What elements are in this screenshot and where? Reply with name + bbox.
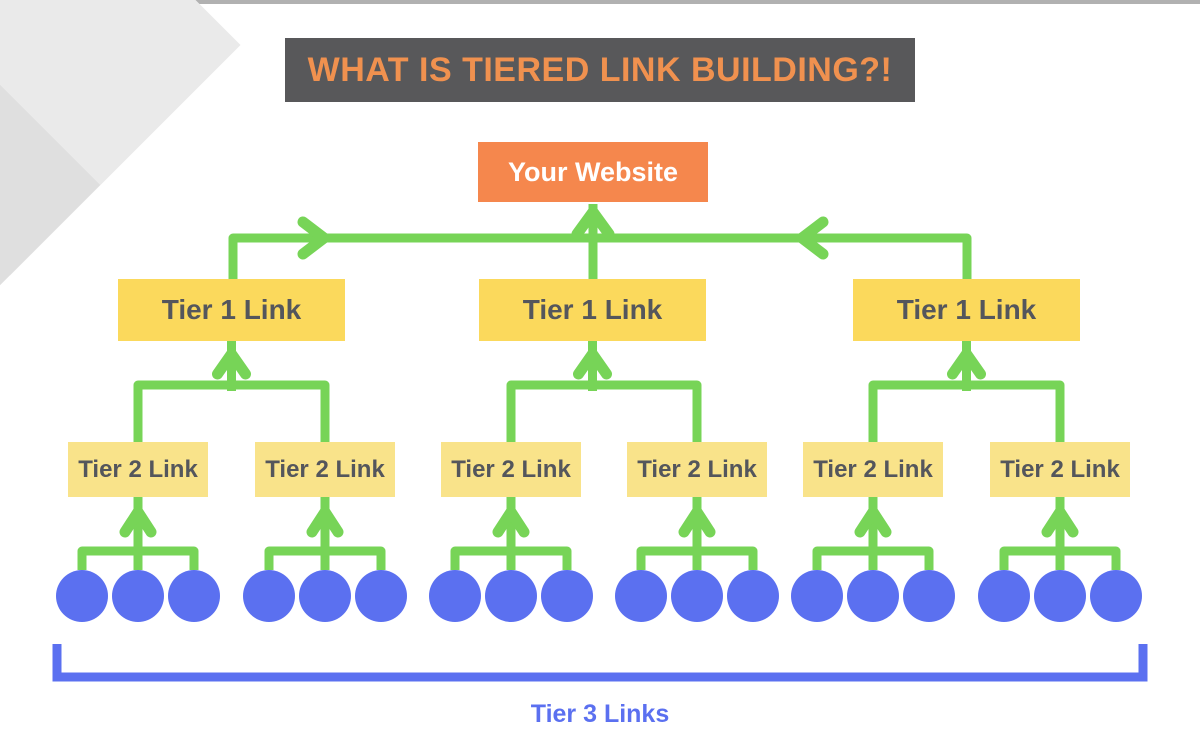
top-edge-bar	[0, 0, 1200, 4]
group-connector-line	[999, 546, 1121, 570]
tier3-circle-row	[56, 570, 1142, 622]
group-connector-line	[264, 546, 386, 570]
group-connector-line	[133, 380, 330, 443]
tier1-link-box: Tier 1 Link	[118, 279, 345, 341]
arrow-up-icon	[678, 506, 716, 538]
tier3-link-circle	[429, 570, 481, 622]
group-connector-line	[812, 546, 934, 570]
arrow-up-icon	[854, 506, 892, 538]
arrow-up-icon	[571, 206, 615, 240]
group-connector-line	[868, 380, 1065, 443]
tier3-link-circle	[671, 570, 723, 622]
tier3-link-circle	[112, 570, 164, 622]
arrow-up-icon	[573, 348, 612, 380]
group-connector-line	[636, 546, 758, 570]
arrow-up-icon	[1041, 506, 1079, 538]
tier1-link-box: Tier 1 Link	[853, 279, 1080, 341]
tier3-link-circle	[168, 570, 220, 622]
tier2-link-box: Tier 2 Link	[803, 442, 943, 497]
group-connector-line	[77, 546, 199, 570]
tier3-link-circle	[1090, 570, 1142, 622]
tier2-link-box: Tier 2 Link	[627, 442, 767, 497]
tier3-to-tier2-connectors	[77, 496, 1121, 570]
tier3-links-label: Tier 3 Links	[530, 700, 670, 728]
group-connector-line	[506, 380, 702, 443]
tier2-to-tier1-connectors	[133, 340, 1065, 443]
tier1-link-box: Tier 1 Link	[479, 279, 706, 341]
tier2-link-box: Tier 2 Link	[255, 442, 395, 497]
tier3-link-circle	[485, 570, 537, 622]
arrow-up-icon	[947, 348, 986, 380]
tier3-link-circle	[243, 570, 295, 622]
tier3-link-circle	[56, 570, 108, 622]
page-title: WHAT IS TIERED LINK BUILDING?!	[285, 38, 915, 102]
tier2-link-box: Tier 2 Link	[441, 442, 581, 497]
tier3-link-circle	[847, 570, 899, 622]
group-connector-line	[450, 546, 572, 570]
tier3-bracket	[52, 644, 1148, 682]
arrow-up-icon	[212, 348, 251, 380]
tier2-link-box: Tier 2 Link	[68, 442, 208, 497]
tier3-link-circle	[615, 570, 667, 622]
tier3-link-circle	[299, 570, 351, 622]
your-website-box: Your Website	[478, 142, 708, 202]
arrow-left-icon	[796, 216, 829, 260]
arrow-up-icon	[492, 506, 530, 538]
tier3-link-circle	[1034, 570, 1086, 622]
tier3-link-circle	[727, 570, 779, 622]
arrow-right-icon	[297, 216, 330, 260]
arrow-up-icon	[306, 506, 344, 538]
tier3-link-circle	[355, 570, 407, 622]
main-connector-line	[228, 233, 972, 280]
arrow-up-icon	[119, 506, 157, 538]
tier3-link-circle	[903, 570, 955, 622]
main-connector	[228, 204, 972, 280]
tier3-link-circle	[978, 570, 1030, 622]
tier3-link-circle	[541, 570, 593, 622]
tier3-link-circle	[791, 570, 843, 622]
tier2-link-box: Tier 2 Link	[990, 442, 1130, 497]
